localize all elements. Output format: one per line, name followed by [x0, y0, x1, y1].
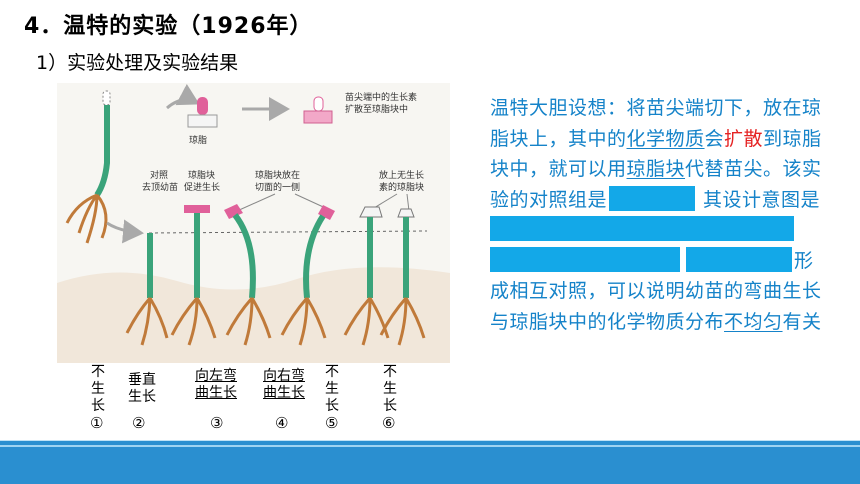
para-text-7: 有关 — [782, 310, 822, 333]
ctrl-caption-2: 去顶幼苗 — [142, 181, 178, 193]
answer-agar-block: 琼脂块 — [626, 158, 686, 180]
para-text-2: 会 — [704, 127, 725, 150]
experiment-illustration: 琼脂 苗尖端中的生长素 扩散至琼脂块中 对照 去顶幼苗 琼脂块 促进生长 琼脂块… — [57, 83, 450, 363]
result-label-3: 向左弯 曲生长 — [195, 368, 237, 401]
seedling-6 — [379, 208, 426, 346]
experiment-figure: 琼脂 苗尖端中的生长素 扩散至琼脂块中 对照 去顶幼苗 琼脂块 促进生长 琼脂块… — [57, 83, 450, 363]
result-label-4: 向右弯 曲生长 — [263, 368, 305, 401]
arrow-icon — [166, 83, 200, 110]
result-number-3: ③ — [210, 414, 224, 432]
slide-subtitle: 1）实验处理及实验结果 — [36, 52, 239, 74]
explanation-paragraph: 温特大胆设想：将苗尖端切下，放在琼脂块上，其中的化学物质会扩散到琼脂块中，就可以… — [490, 93, 822, 337]
intact-seedling — [65, 90, 111, 244]
result-number-1: ① — [90, 414, 104, 432]
footer-stripe — [0, 445, 860, 447]
result-label-6: 不 生 长 — [383, 364, 397, 414]
answer-chemical: 化学物质 — [626, 127, 705, 150]
none-caption-1: 放上无生长 — [379, 169, 424, 181]
para-text-6: 形成相互对照，可以说明幼苗的弯曲生长与琼脂块中的化学物质分布 — [490, 249, 822, 333]
para-text-5: 其设计意图是 — [703, 188, 821, 211]
result-number-4: ④ — [275, 414, 289, 432]
result-labels: 不 生 长 垂直 生长 向左弯 曲生长 向右弯 曲生长 不 生 长 不 生 长 … — [60, 364, 450, 436]
answer-blank-1[interactable] — [609, 185, 696, 211]
ctrl-caption-1: 对照 — [150, 169, 168, 181]
tip-on-agar: 琼脂 — [187, 97, 218, 146]
block-caption-1: 琼脂块 — [188, 169, 215, 181]
keyword-diffuse: 扩散 — [724, 127, 764, 150]
agar-with-auxin — [303, 96, 333, 124]
result-label-2: 垂直 生长 — [128, 372, 156, 405]
none-caption-2: 素的琼脂块 — [379, 181, 424, 193]
soil — [57, 267, 450, 363]
tip-caption-1: 苗尖端中的生长素 — [345, 91, 417, 103]
arrow-icon — [106, 219, 144, 244]
footer-bar — [0, 441, 860, 484]
result-number-5: ⑤ — [325, 414, 339, 432]
block-caption-2: 促进生长 — [184, 181, 220, 193]
answer-blank-2[interactable] — [490, 216, 794, 241]
seedling-4 — [280, 205, 335, 346]
side-caption-2: 切面的一侧 — [255, 181, 300, 193]
answer-blank-4[interactable] — [686, 246, 792, 272]
para-text-3: 到琼脂块中，就可以用 — [490, 127, 822, 181]
answer-blank-3[interactable] — [490, 246, 680, 272]
seedling-3 — [224, 204, 272, 346]
side-caption-1: 琼脂块放在 — [255, 169, 300, 181]
result-number-6: ⑥ — [382, 414, 396, 432]
para-text-1: 温特大胆设想：将苗尖端切下，放在琼脂块上，其中的 — [490, 97, 822, 150]
para-text-4: 代替苗尖。该实验的对照组是 — [490, 158, 822, 211]
seedling-5 — [343, 206, 390, 346]
answer-uneven: 不均匀 — [724, 310, 783, 333]
cut-line — [148, 230, 428, 234]
result-label-5: 不 生 长 — [325, 364, 339, 414]
slide-title: 4．温特的实验（1926年） — [24, 14, 313, 39]
seedling-2 — [170, 205, 217, 346]
tip-caption-2: 扩散至琼脂块中 — [345, 103, 408, 115]
seedling-1 — [125, 233, 169, 346]
agar-label: 琼脂 — [189, 134, 207, 146]
result-label-1: 不 生 长 — [91, 364, 105, 414]
result-number-2: ② — [132, 414, 146, 432]
